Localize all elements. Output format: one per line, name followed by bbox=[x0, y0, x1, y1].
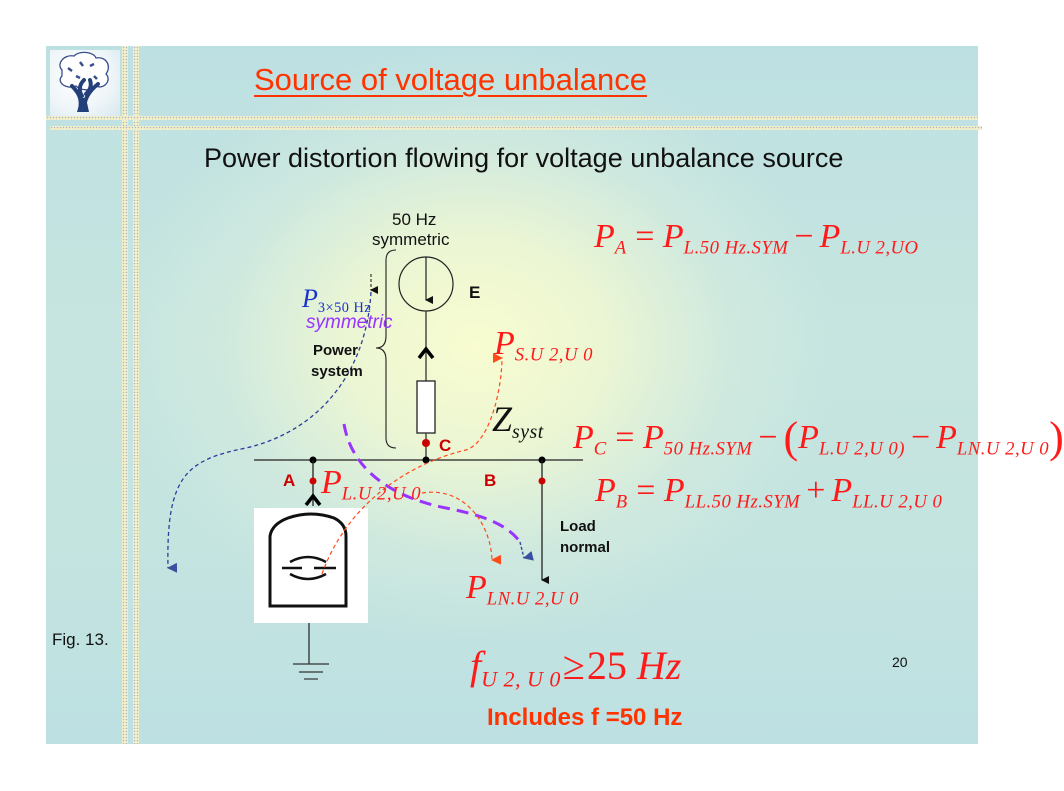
symmetric-power-symbol: P3×50 Hz bbox=[302, 284, 372, 316]
power-system-label-1: Power bbox=[313, 342, 359, 359]
impedance-label: Zsyst bbox=[492, 399, 544, 443]
arc-furnace-electrode bbox=[289, 555, 327, 564]
frequency-condition: fU 2, U 0≥25 Hz bbox=[470, 643, 682, 692]
source-symmetric-label: symmetric bbox=[372, 230, 450, 249]
load-label-1: Load bbox=[560, 518, 596, 535]
slide-subtitle: Power distortion flowing for voltage unb… bbox=[204, 143, 844, 173]
load-label-2: normal bbox=[560, 539, 611, 556]
node-a-label: A bbox=[283, 471, 296, 490]
node-c-dot bbox=[422, 439, 430, 447]
unbalance-to-linear-load-flow bbox=[421, 491, 502, 565]
impedance-symbol bbox=[416, 380, 436, 434]
equation-pb: PB = PLL.50 Hz.SYM+PLL.U 2,U 0 bbox=[595, 472, 943, 513]
linear-load-flow-label: PLN.U 2,U 0 bbox=[466, 569, 580, 610]
bus-node bbox=[422, 456, 430, 464]
equation-pa: PA = PL.50 Hz.SYM−PL.U 2,UO bbox=[594, 218, 919, 259]
decorative-stripe bbox=[46, 116, 978, 120]
power-system-label-2: system bbox=[311, 363, 363, 380]
logo bbox=[50, 50, 120, 116]
arc-furnace-electrode bbox=[289, 572, 327, 581]
node-b-dot bbox=[538, 477, 546, 485]
source-flow-label: PS.U 2,U 0 bbox=[494, 325, 593, 366]
node-a-dot bbox=[309, 477, 317, 485]
node-e-label: E bbox=[469, 283, 481, 302]
equation-pc: PC = P50 Hz.SYM−(PL.U 2,U 0)−PLN.U 2,U 0… bbox=[573, 413, 1064, 462]
figure-label: Fig. 13. bbox=[52, 630, 109, 649]
slide-title: Source of voltage unbalance bbox=[254, 62, 647, 97]
decorative-stripe bbox=[133, 46, 139, 744]
tree-icon bbox=[59, 51, 110, 112]
decorative-stripe bbox=[50, 126, 982, 130]
source-frequency-label: 50 Hz bbox=[392, 210, 437, 229]
footer-note: Includes f =50 Hz bbox=[487, 704, 683, 731]
symmetric-caption: symmetric bbox=[306, 312, 393, 333]
unbalance-to-source-flow bbox=[321, 352, 503, 575]
node-b-label: B bbox=[484, 471, 497, 490]
symmetric-load-flow-path bbox=[342, 423, 522, 543]
node-c-label: C bbox=[439, 436, 452, 455]
page-number: 20 bbox=[892, 654, 908, 670]
power-system-brace bbox=[375, 249, 397, 449]
slide: Source of voltage unbalance Power distor… bbox=[46, 46, 1064, 744]
load-flow-arrow-icon bbox=[519, 541, 534, 561]
symmetric-flow-path bbox=[167, 291, 372, 573]
circuit-diagram bbox=[167, 249, 583, 680]
flow-arrow-up-icon bbox=[417, 346, 435, 360]
unbalanced-load-flow-label: PL.U 2,U 0 bbox=[321, 464, 422, 505]
flow-arrow-up-icon bbox=[304, 493, 322, 507]
decorative-stripe bbox=[122, 46, 128, 744]
